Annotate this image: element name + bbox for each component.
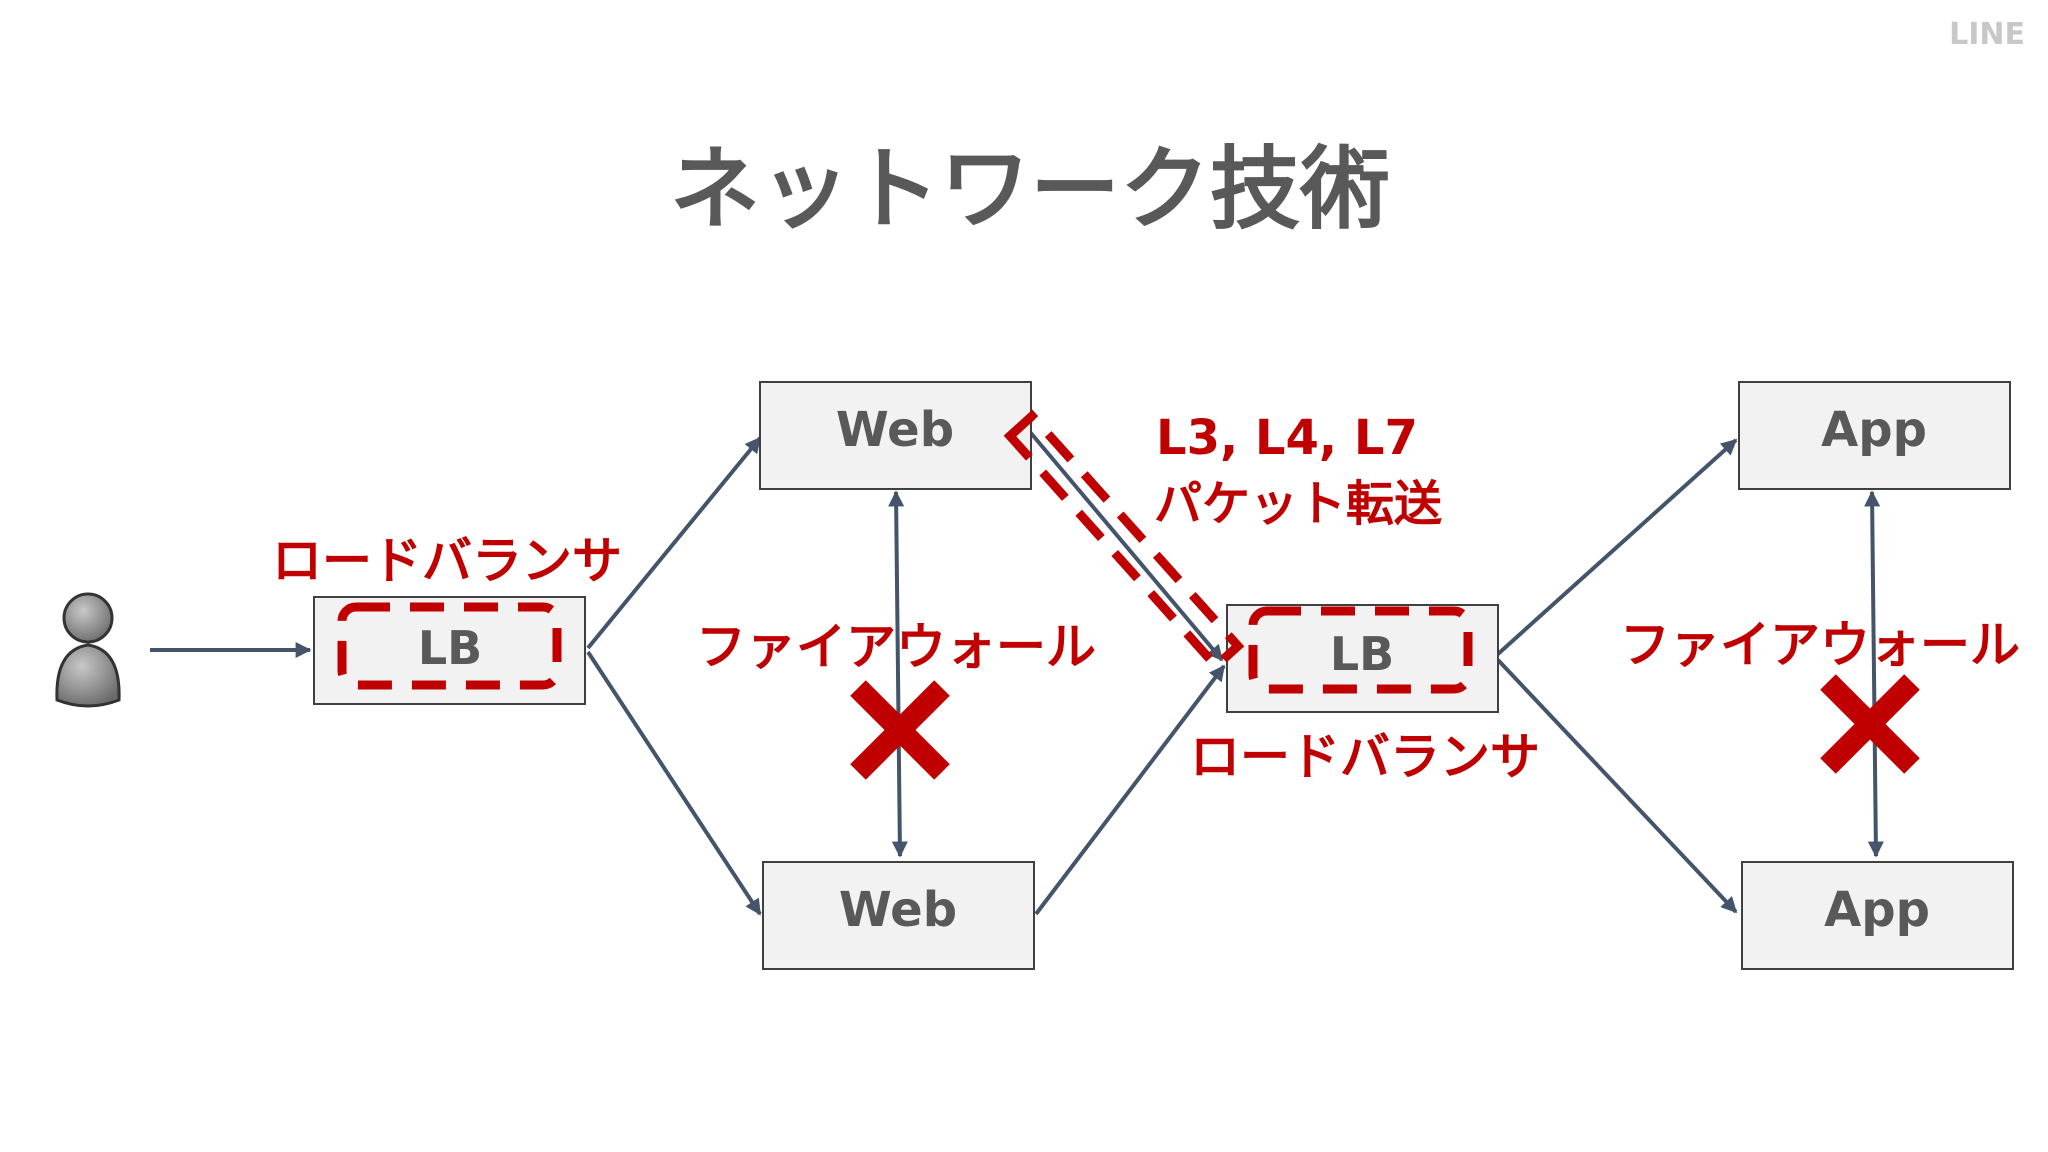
line-logo: LINE xyxy=(1949,17,2025,52)
connectors xyxy=(150,430,1884,916)
node-web-top: Web xyxy=(759,381,1032,490)
firewall-right-label: ファイアウォール xyxy=(1620,616,2020,674)
lb-center-highlight xyxy=(1248,606,1473,694)
firewall-left-label: ファイアウォール xyxy=(696,618,1096,676)
node-app-top-label: App xyxy=(1821,402,1927,458)
node-lb-center: LB xyxy=(1226,604,1499,713)
arrow-lb-to-app-bottom xyxy=(1496,658,1738,914)
lb-left-caption: ロードバランサ xyxy=(272,532,622,590)
node-web-top-label: Web xyxy=(836,402,954,458)
node-lb-left-label: LB xyxy=(418,621,482,675)
arrow-lb-to-app-top xyxy=(1496,438,1738,656)
cross-icon xyxy=(1820,674,1920,774)
arrow-app-app-vertical xyxy=(1864,490,1884,858)
arrow-web-web-vertical xyxy=(888,490,908,858)
red-dashed-highlights xyxy=(337,409,1473,694)
node-web-bottom: Web xyxy=(762,861,1035,970)
packet-path-highlight xyxy=(1003,409,1245,673)
arrow-lb-to-web-bottom xyxy=(586,650,762,916)
lb-left-highlight xyxy=(337,602,562,690)
protocol-label-line2: パケット転送 xyxy=(1154,476,1442,532)
user-icon xyxy=(55,592,121,708)
cross-icon xyxy=(850,680,950,780)
page-title: ネットワーク技術 xyxy=(670,137,1390,242)
node-web-bottom-label: Web xyxy=(839,882,957,938)
node-app-bottom-label: App xyxy=(1824,882,1930,938)
protocol-label-line1: L3, L4, L7 xyxy=(1156,410,1418,466)
node-app-top: App xyxy=(1738,381,2011,490)
arrow-web-top-to-lb xyxy=(1028,430,1224,662)
arrow-lb-to-web-top xyxy=(586,436,762,650)
node-lb-center-label: LB xyxy=(1330,627,1394,681)
node-app-bottom: App xyxy=(1741,861,2014,970)
arrow-web-bottom-to-lb xyxy=(1034,664,1226,916)
lb-center-caption: ロードバランサ xyxy=(1190,728,1540,786)
